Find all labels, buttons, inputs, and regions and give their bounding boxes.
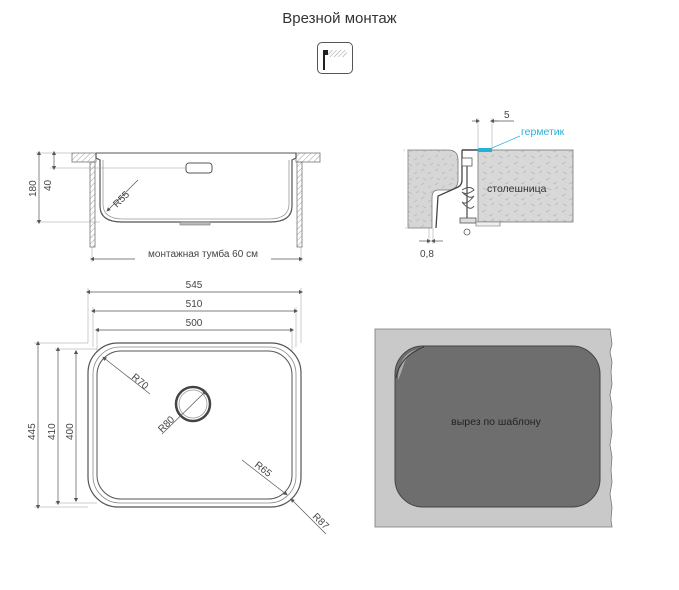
detail-worktop-left — [407, 149, 459, 229]
sink-bowl-outline — [96, 350, 293, 500]
overflow-slot — [185, 162, 213, 174]
page-title: Врезной монтаж — [282, 10, 397, 27]
section-radius-label: R55 — [111, 189, 132, 210]
mounting-clip-spring — [459, 157, 501, 236]
gap-label: 5 — [504, 110, 510, 121]
countertop-right — [295, 152, 321, 163]
width-510-label: 510 — [186, 299, 203, 310]
cutout-view: вырез по шаблону — [374, 328, 613, 528]
drain-stub — [179, 221, 211, 226]
height-400-label: 400 — [65, 423, 76, 440]
width-500-label: 500 — [186, 318, 203, 329]
height-180-label: 180 — [28, 180, 39, 197]
cutout-shape — [394, 345, 601, 508]
cutout-label: вырез по шаблону — [451, 416, 541, 428]
countertop-label: столешница — [487, 183, 547, 195]
section-view: R55 180 40 монтажная тумба 60 см — [28, 150, 321, 262]
sealant-bead — [478, 148, 492, 152]
detail-countertop — [477, 149, 574, 223]
cabinet-label: монтажная тумба 60 см — [148, 248, 258, 260]
sink-edge-profile — [435, 150, 463, 229]
height-445-label: 445 — [27, 423, 38, 440]
height-410-label: 410 — [47, 423, 58, 440]
cabinet-wall-right — [296, 161, 303, 248]
detail-view: столешница герметик 5 0,8 — [403, 110, 574, 260]
cabinet-wall-left — [89, 161, 96, 248]
undermount-install-icon — [317, 42, 353, 74]
countertop-left — [71, 152, 97, 163]
sink-rim-outer — [87, 342, 302, 508]
outer-radius-label: R87 — [310, 511, 331, 532]
top-view: R70 R80 R65 R87 545 510 500 445 410 400 — [27, 280, 331, 535]
thickness-label: 0,8 — [420, 249, 434, 260]
sealant-label: герметик — [521, 126, 565, 138]
width-545-label: 545 — [186, 280, 203, 291]
height-40-label: 40 — [43, 179, 54, 191]
